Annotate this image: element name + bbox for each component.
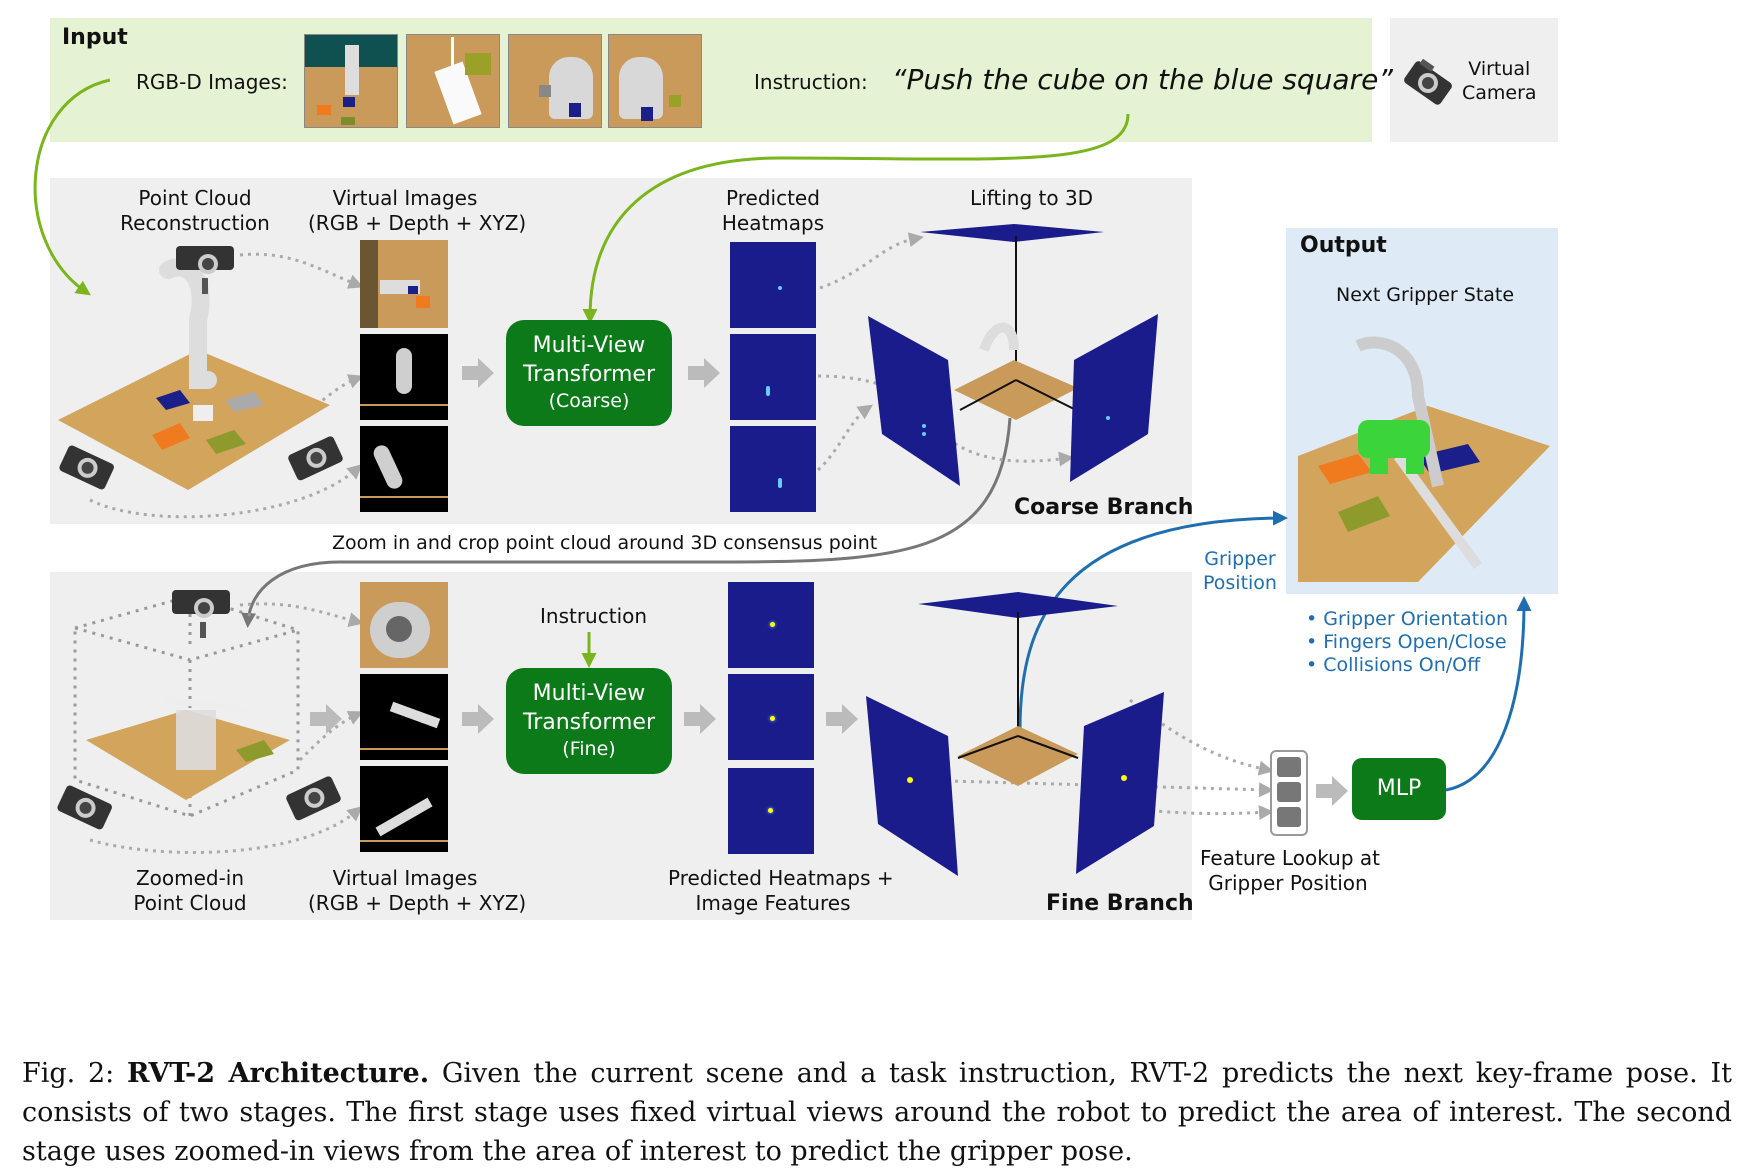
fine-heatmap-1 — [728, 582, 814, 668]
camera-icon — [286, 776, 341, 821]
rgbd-image-front — [304, 34, 398, 128]
mvt-coarse-title: Multi-View Transformer — [522, 333, 655, 387]
fine-branch-label: Fine Branch — [1046, 891, 1194, 916]
caption-body: Given the current scene and a task instr… — [22, 1058, 1733, 1167]
output-bullet-orientation: • Gripper Orientation — [1306, 608, 1508, 630]
input-panel — [50, 18, 1372, 142]
right-arrow-icon — [462, 358, 494, 388]
mlp-label: MLP — [1376, 775, 1422, 801]
zoomed-point-cloud-label: Zoomed-in Point Cloud — [133, 866, 247, 915]
right-arrow-icon — [684, 704, 716, 734]
camera-icon — [1404, 58, 1452, 105]
mvt-fine: Multi-View Transformer (Fine) — [506, 668, 672, 774]
fine-lifting-3d — [866, 592, 1164, 876]
camera-icon — [59, 445, 114, 490]
coarse-virtual-images-label: Virtual Images (RGB + Depth + XYZ) — [308, 186, 526, 235]
fine-virtual-image-xyz — [360, 766, 448, 852]
fine-heatmap-3 — [728, 768, 814, 854]
rgbd-image-left — [508, 34, 602, 128]
fine-point-cloud — [86, 697, 290, 800]
caption-title: RVT-2 Architecture. — [127, 1058, 430, 1089]
down-arrow-icon — [202, 278, 208, 294]
output-title: Output — [1300, 233, 1387, 258]
caption-prefix: Fig. 2: — [22, 1058, 127, 1089]
rgbd-image-top — [406, 34, 500, 128]
coarse-heatmap-2 — [730, 334, 816, 420]
feature-lookup-stack — [1270, 750, 1308, 836]
coarse-heatmap-1 — [730, 242, 816, 328]
mvt-fine-sub: (Fine) — [562, 738, 616, 761]
coarse-branch-label: Coarse Branch — [1014, 495, 1194, 520]
coarse-point-cloud — [58, 258, 330, 490]
point-cloud-label: Point Cloud Reconstruction — [120, 186, 270, 235]
right-arrow-icon — [688, 358, 720, 388]
right-arrow-icon — [310, 704, 342, 734]
virtual-camera-label: Virtual Camera — [1462, 58, 1537, 104]
coarse-virtual-image-depth — [360, 334, 448, 420]
coarse-virtual-image-rgb — [360, 240, 448, 328]
instruction-text: “Push the cube on the blue square” — [892, 63, 1393, 96]
instruction-label: Instruction: — [754, 70, 868, 94]
down-arrow-icon — [200, 622, 206, 638]
figure-caption: Fig. 2: RVT-2 Architecture. Given the cu… — [22, 1054, 1732, 1171]
zoom-text: Zoom in and crop point cloud around 3D c… — [332, 532, 878, 554]
output-bullet-fingers: • Fingers Open/Close — [1306, 631, 1507, 653]
lifting-label: Lifting to 3D — [970, 186, 1094, 210]
right-arrow-icon — [462, 704, 494, 734]
mlp-box: MLP — [1352, 758, 1446, 820]
mvt-coarse: Multi-View Transformer (Coarse) — [506, 320, 672, 426]
output-point-cloud — [1298, 336, 1550, 582]
fine-virtual-image-depth — [360, 674, 448, 760]
next-gripper-state-label: Next Gripper State — [1336, 284, 1515, 306]
feature-lookup-label: Feature Lookup at Gripper Position — [1200, 846, 1380, 895]
mvt-coarse-sub: (Coarse) — [548, 390, 630, 413]
camera-icon — [288, 436, 343, 481]
fine-virtual-image-rgb — [360, 582, 448, 668]
rgbd-images-label: RGB-D Images: — [136, 70, 288, 94]
rgbd-image-right — [608, 34, 702, 128]
right-arrow-icon — [826, 704, 858, 734]
fine-virtual-images-label: Virtual Images (RGB + Depth + XYZ) — [308, 866, 526, 915]
camera-icon — [176, 246, 234, 274]
fine-instruction-label: Instruction — [540, 604, 648, 628]
gripper-position-label: Gripper Position — [1203, 548, 1277, 594]
coarse-lifting-3d — [868, 224, 1158, 486]
right-arrow-icon — [1316, 776, 1348, 806]
coarse-heatmap-3 — [730, 426, 816, 512]
predicted-heatmaps-label: Predicted Heatmaps — [721, 186, 825, 235]
camera-icon — [57, 785, 112, 830]
coarse-virtual-image-xyz — [360, 426, 448, 512]
camera-icon — [172, 590, 230, 618]
fine-heatmaps-label: Predicted Heatmaps + Image Features — [668, 866, 894, 915]
fine-heatmap-2 — [728, 674, 814, 760]
mvt-fine-title: Multi-View Transformer — [522, 681, 655, 735]
output-bullet-collisions: • Collisions On/Off — [1306, 654, 1481, 676]
input-title: Input — [62, 25, 128, 50]
